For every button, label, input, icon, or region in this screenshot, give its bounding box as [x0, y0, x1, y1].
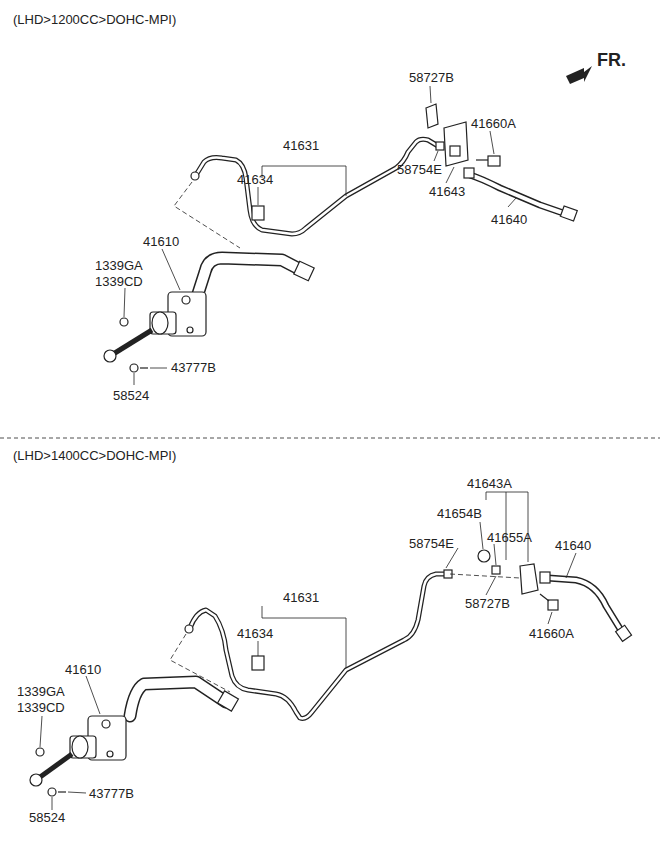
front-direction-label: FR.	[596, 50, 627, 70]
callout-number: 58754E	[396, 162, 443, 178]
callout-number: 58524	[28, 810, 66, 826]
callout-number: 41660A	[528, 626, 575, 642]
callout-number: 41610	[142, 234, 180, 250]
callout-number: 43777B	[88, 786, 135, 802]
callout-number: 41634	[236, 626, 274, 642]
callout-number: 41631	[282, 138, 320, 154]
callout-number: 41610	[64, 662, 102, 678]
section-heading: (LHD>1200CC>DOHC-MPI)	[12, 12, 177, 28]
callout-number: 58524	[112, 388, 150, 404]
callout-number: 41655A	[486, 530, 533, 546]
callout-number: 58727B	[408, 70, 455, 86]
callout-number: 41643A	[466, 476, 513, 492]
section-heading: (LHD>1400CC>DOHC-MPI)	[12, 448, 177, 464]
callout-number: 41640	[554, 538, 592, 554]
callout-number: 1339CD	[94, 274, 144, 290]
callout-number: 43777B	[170, 360, 217, 376]
callout-number: 58727B	[464, 596, 511, 612]
callout-number: 41643	[428, 184, 466, 200]
callout-number: 41634	[236, 172, 274, 188]
callout-number: 41631	[282, 590, 320, 606]
callout-number: 1339GA	[16, 684, 66, 700]
callout-number: 58754E	[408, 536, 455, 552]
callout-number: 41654B	[436, 506, 483, 522]
callout-number: 1339GA	[94, 258, 144, 274]
callout-number: 1339CD	[16, 700, 66, 716]
callout-number: 41640	[490, 212, 528, 228]
callout-number: 41660A	[470, 116, 517, 132]
